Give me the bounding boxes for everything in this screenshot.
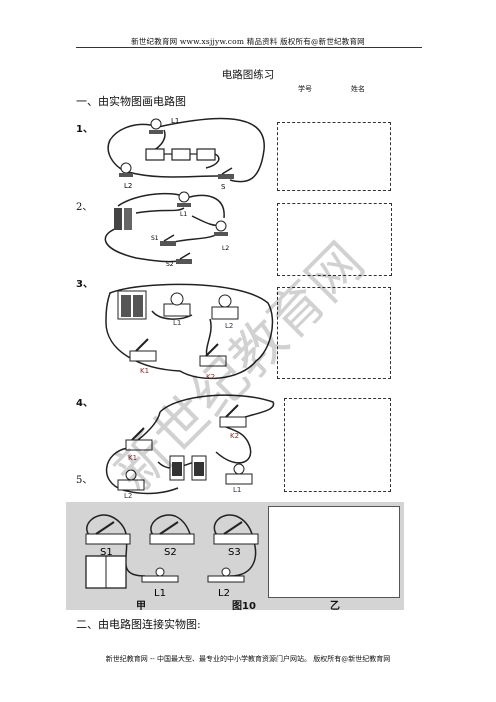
answer-box-3[interactable] — [277, 287, 391, 379]
circuit-2-diagram: L1 L2 S1 S2 — [104, 191, 229, 268]
q4-label-k1: K1 — [128, 454, 137, 462]
fig10-label-s3: S3 — [228, 547, 241, 558]
item-number-4: 4、 — [76, 398, 93, 409]
q3-label-l2: L2 — [225, 322, 233, 330]
fig10-label-l2: L2 — [218, 588, 230, 596]
student-id-label: 学号 — [298, 85, 312, 93]
figure-label-yi: 乙 — [330, 601, 340, 612]
item-number-3: 3、 — [76, 279, 93, 290]
fig10-label-s2: S2 — [164, 547, 177, 558]
q2-label-s2: S2 — [166, 261, 174, 268]
page-header: 新世纪教育网 www.xsjjyw.com 精品资料 版权所有@新世纪教育网 — [131, 37, 365, 46]
section-2-heading: 二、由电路图连接实物图: — [76, 618, 201, 631]
item-number-1: 1、 — [76, 124, 93, 135]
q3-label-k1: K1 — [140, 367, 149, 375]
q1-label-l2: L2 — [124, 182, 132, 190]
q4-label-k2: K2 — [230, 432, 239, 440]
section-1-heading: 一、由实物图画电路图 — [76, 95, 186, 108]
item-number-2: 2、 — [76, 202, 93, 213]
q1-label-s: S — [221, 183, 226, 191]
circuit-4-diagram: K1 K2 L2 L1 — [106, 394, 275, 500]
q3-label-l1: L1 — [173, 319, 181, 327]
figure-caption: 图10 — [232, 601, 256, 612]
answer-box-4[interactable] — [284, 398, 391, 492]
figure-label-jia: 甲 — [136, 601, 146, 612]
circuit-1-diagram: L1 L2 S — [107, 117, 265, 191]
q3-label-k2: K2 — [206, 373, 215, 381]
q4-label-l2: L2 — [124, 492, 132, 500]
q4-label-l1: L1 — [233, 486, 241, 494]
page-title: 电路图练习 — [221, 69, 275, 81]
q1-label-l1: L1 — [171, 117, 179, 125]
q2-label-l1: L1 — [180, 211, 187, 218]
figure-10-jia-diagram: S1 S2 S3 L1 L2 — [85, 514, 259, 596]
fig10-label-s1: S1 — [100, 547, 113, 558]
item-number-5: 5、 — [76, 475, 93, 486]
figure-10-yi-box[interactable] — [268, 506, 400, 598]
name-label: 姓名 — [351, 85, 365, 93]
circuit-3-diagram: L1 L2 K1 K2 — [105, 283, 274, 381]
answer-box-2[interactable] — [277, 203, 392, 276]
q2-label-s1: S1 — [151, 235, 159, 242]
answer-box-1[interactable] — [277, 122, 391, 191]
page-footer: 新世纪教育网 -- 中国最大型、最专业的中小学教育资源门户网站。 版权所有@新世… — [105, 655, 391, 663]
fig10-label-l1: L1 — [154, 588, 166, 596]
header-divider — [76, 47, 422, 48]
q2-label-l2: L2 — [222, 245, 229, 252]
